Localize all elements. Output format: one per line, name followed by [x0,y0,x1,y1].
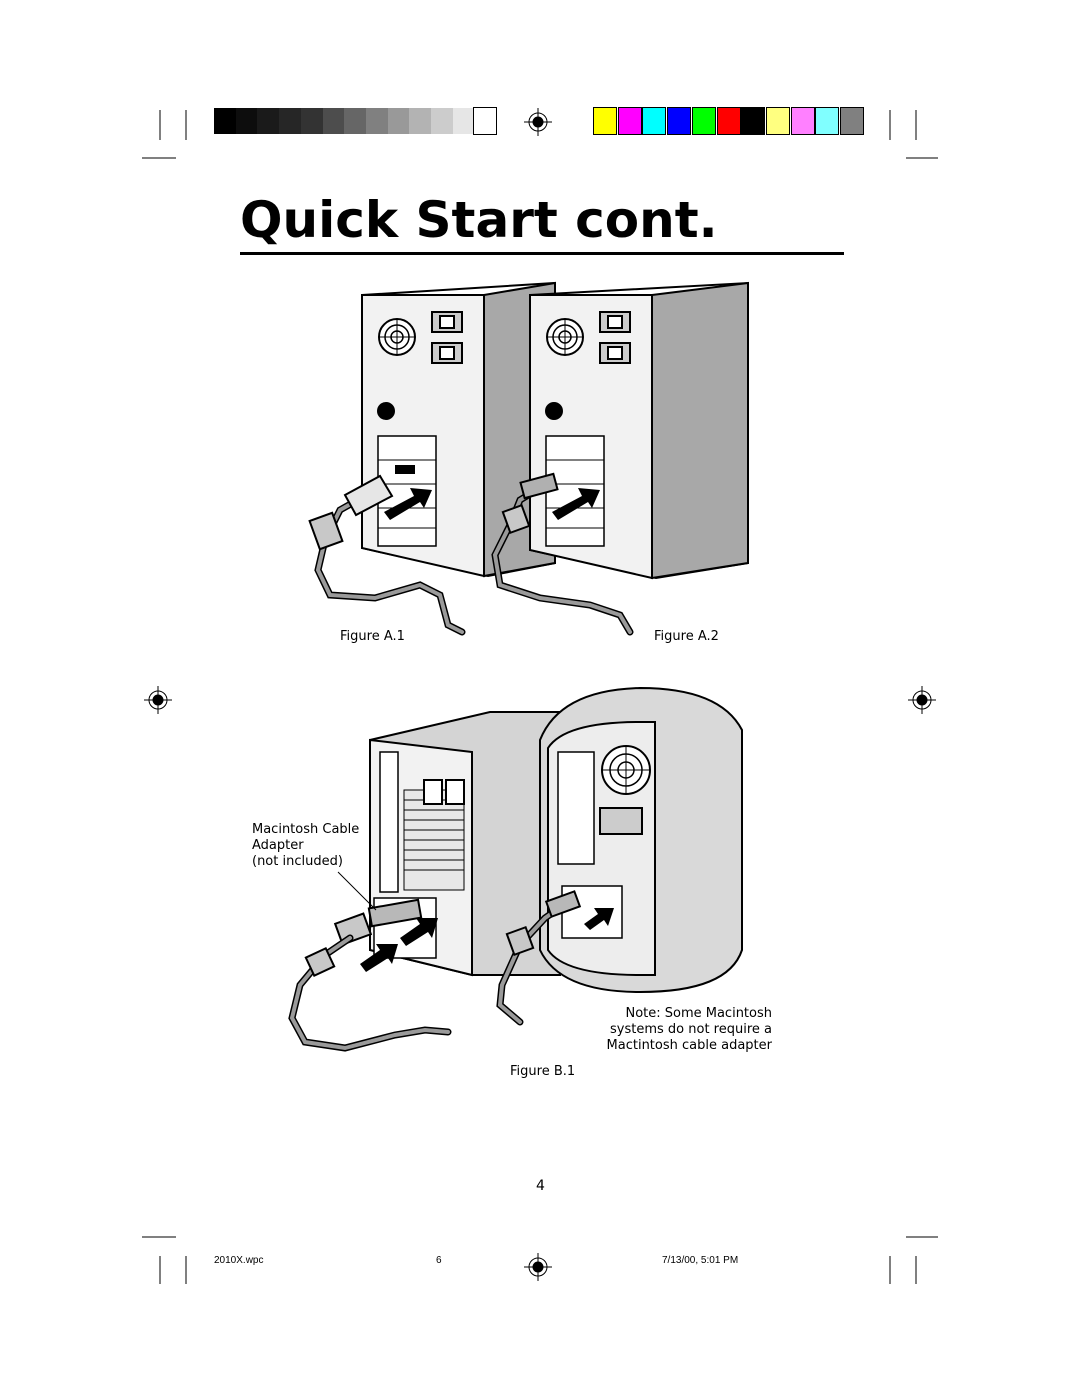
grayscale-swatch [322,108,345,134]
page-title: Quick Start cont. [240,191,718,249]
color-swatch [790,107,815,135]
registration-target-right [908,686,936,714]
grayscale-swatch [431,108,453,134]
footer-timestamp: 7/13/00, 5:01 PM [662,1255,739,1266]
grayscale-swatch [300,108,323,134]
mac-note-line-2: systems do not require a [610,1022,772,1037]
footer-sheet: 6 [436,1255,442,1266]
color-swatch [815,107,840,135]
grayscale-swatch [235,108,258,134]
color-swatch [765,107,790,135]
figure-b1-caption: Figure B.1 [510,1064,576,1079]
mac-tower-figure-b1 [539,686,743,994]
grayscale-swatch [214,108,236,134]
color-swatch [741,107,766,135]
color-swatch [617,107,642,135]
registration-target-top [524,108,552,136]
color-swatch [840,107,864,135]
vga-adapter-figure-a1 [308,474,394,551]
color-swatch [716,107,741,135]
mac-cable-adapter [333,898,423,946]
mac-adapter-note: Note: Some Macintosh systems do not requ… [592,1006,772,1054]
pc-tower-figure-a2 [529,281,749,580]
adapter-note-line-1: Macintosh Cable [252,822,360,837]
figure-a2-caption: Figure A.2 [654,629,719,644]
registration-target-bottom [524,1253,552,1281]
insert-arrow-figure-a1 [384,488,432,520]
vga-connector-figure-a2 [501,472,559,535]
mac-note-line-3: Mactintosh cable adapter [606,1038,772,1053]
footer-file: 2010X.wpc [214,1255,264,1266]
mac-note-line-1: Note: Some Macintosh [625,1006,772,1021]
grayscale-swatch [279,108,302,134]
color-swatch [691,107,716,135]
color-swatch [667,107,692,135]
grayscale-swatch [344,108,367,134]
adapter-note: Macintosh Cable Adapter (not included) [252,822,359,870]
title-rule [240,252,844,255]
insert-arrows-figure-b1 [360,908,614,972]
grayscale-swatch [473,107,498,135]
pc-tower-figure-a1 [361,281,556,578]
grayscale-swatch [387,108,410,134]
adapter-note-line-3: (not included) [252,854,343,869]
color-swatch [593,107,617,135]
grayscale-swatch [409,108,432,134]
mac-cable-right [496,898,572,1026]
insert-arrow-figure-a2 [552,488,600,520]
adapter-leader-line [337,871,377,911]
registration-target-left [144,686,172,714]
adapter-note-line-2: Adapter [252,838,304,853]
page-number: 4 [536,1178,545,1194]
grayscale-swatch [365,108,388,134]
color-swatch [642,107,667,135]
grayscale-swatch [452,108,475,134]
grayscale-swatch [257,108,280,134]
figure-a1-caption: Figure A.1 [340,629,405,644]
